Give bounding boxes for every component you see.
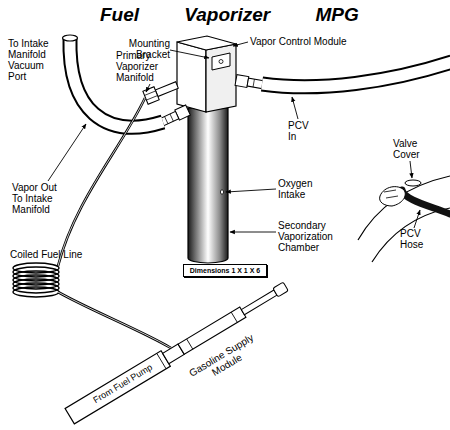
part-label: PCV Hose <box>400 228 430 250</box>
fuel-line <box>58 292 171 348</box>
part-label: PCV In <box>288 120 313 142</box>
leader-line <box>226 189 276 192</box>
module-rod <box>241 290 277 315</box>
part-label: Secondary Vaporization Chamber <box>278 220 340 253</box>
fuel-line <box>58 98 145 266</box>
coil-turn <box>13 287 59 297</box>
part-label: Vapor Out To Intake Manifold <box>12 182 67 215</box>
module-ridge <box>187 339 193 349</box>
part-label: Oxygen Intake <box>278 178 318 200</box>
part-label: To Intake Manifold Vacuum Port <box>8 38 58 82</box>
leader-line <box>410 161 412 178</box>
leader-line <box>233 42 248 46</box>
mounting-tab <box>212 53 230 70</box>
block-face <box>206 44 236 112</box>
leader-line <box>414 210 420 228</box>
diagram-title: Fuel Vaporizer MPG <box>100 4 359 26</box>
part-label: Primary Vaporizer Manifold <box>116 50 166 83</box>
oxygen-hole <box>220 190 223 194</box>
leader-lines <box>48 42 420 232</box>
leader-line <box>292 97 298 119</box>
module-ridge <box>231 312 237 322</box>
leader-line <box>230 232 276 233</box>
part-label: Valve Cover <box>393 138 428 160</box>
module-cap <box>273 282 288 297</box>
part-label: Coiled Fuel Line <box>10 249 95 260</box>
part-label: Vapor Control Module <box>250 36 360 47</box>
pcv-in-hose <box>262 62 450 87</box>
barb-ridge <box>253 79 254 87</box>
fuel-line <box>58 98 145 266</box>
fuel-line <box>58 292 171 348</box>
chamber-cylinder <box>188 108 228 263</box>
pcv-hose <box>402 190 450 214</box>
valve-grommet <box>405 180 421 186</box>
mounting-hole <box>219 60 223 64</box>
dimension-text: Dimensions 1 X 1 X 6 <box>184 265 266 276</box>
supply-module <box>65 279 290 424</box>
barb-ridge <box>170 114 173 121</box>
fitting-tube <box>155 82 178 97</box>
hand-sketch <box>380 187 406 206</box>
leader-line <box>48 124 86 181</box>
dimension-box: Dimensions 1 X 1 X 6 <box>183 264 267 277</box>
hose-opening <box>63 35 78 41</box>
part-label: From Fuel Pump <box>82 356 165 412</box>
fitting-nut <box>143 87 159 104</box>
pump-hose <box>65 351 170 424</box>
hand-finger <box>384 190 398 198</box>
nut-facet <box>146 96 157 100</box>
fuel-coil <box>13 263 59 297</box>
block-face <box>177 36 236 50</box>
pcv-in-hose <box>262 62 450 87</box>
leader-line <box>146 84 150 92</box>
leader-line <box>170 50 209 58</box>
valve-cover-edge <box>372 208 450 262</box>
barb-ridge <box>165 117 168 124</box>
